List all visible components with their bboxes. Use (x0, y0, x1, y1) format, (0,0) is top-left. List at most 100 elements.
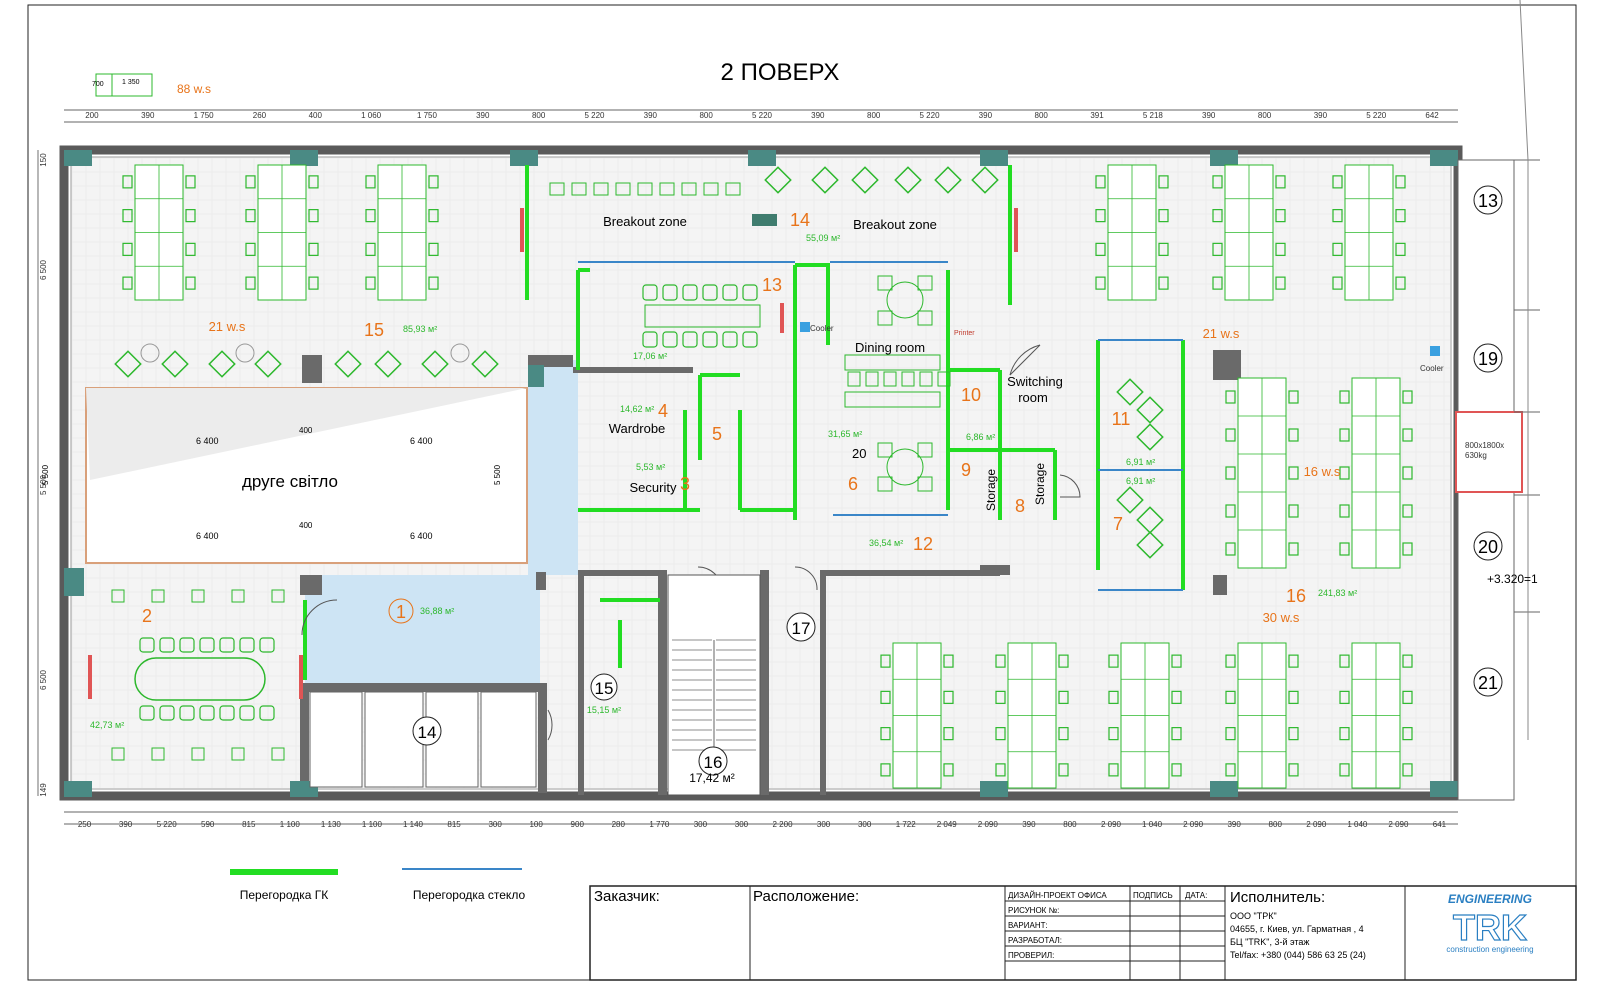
dimension-label: 100 (529, 820, 543, 829)
chair (937, 371, 951, 387)
zone-14-area: 55,09 м² (806, 233, 840, 243)
lw-dim-5: 400 (299, 426, 313, 435)
printer-label: Printer (954, 330, 975, 337)
cooler-icon-2 (800, 322, 810, 332)
logo-main: TRK (1453, 907, 1527, 948)
dimension-label: 390 (476, 111, 490, 120)
zone-15b-marker (590, 673, 618, 701)
zone-4-number: 4 (658, 401, 668, 421)
zone-9-label: Storage (984, 469, 998, 511)
dimension-label: 150 (39, 153, 48, 167)
chair (231, 589, 245, 603)
dimension-label: 390 (1227, 820, 1241, 829)
stool (637, 182, 653, 196)
zone-8-number: 8 (1015, 496, 1025, 516)
chair (428, 175, 439, 189)
chair (1158, 209, 1169, 223)
chair (1332, 276, 1343, 290)
lounge-chair (334, 350, 362, 378)
chair (1108, 654, 1119, 668)
logo-top: ENGINEERING (1448, 892, 1532, 906)
tb-row-5: ПРОВЕРИЛ: (1008, 951, 1054, 960)
dimension-label: 800 (1063, 820, 1077, 829)
dimension-label: 800 (532, 111, 546, 120)
chair (662, 331, 678, 348)
stool (659, 182, 675, 196)
chair (245, 209, 256, 223)
stool (571, 182, 587, 196)
meeting-table-13 (644, 304, 761, 328)
key-dim-1: 700 (92, 81, 104, 88)
chair (1171, 763, 1182, 777)
chair (1339, 727, 1350, 741)
dimension-label: 1 750 (194, 111, 215, 120)
chair (1288, 727, 1299, 741)
chair (365, 242, 376, 256)
right-service-block (1455, 0, 1540, 801)
dimension-label: 900 (571, 820, 585, 829)
chair (1275, 276, 1286, 290)
chair (185, 175, 196, 189)
chair (151, 747, 165, 761)
zone-14b-marker (412, 716, 442, 746)
stool (725, 182, 741, 196)
dimension-label: 390 (1202, 111, 1216, 120)
chair (1158, 276, 1169, 290)
chair (1339, 654, 1350, 668)
chairs (111, 166, 1413, 777)
logo-sub: construction engineering (1446, 945, 1533, 954)
zone-6-label: Dining room (855, 340, 925, 355)
chair (1058, 763, 1069, 777)
chair (1339, 466, 1350, 480)
chair (662, 284, 678, 301)
chair (1225, 654, 1236, 668)
chair (245, 242, 256, 256)
chair (917, 442, 933, 458)
chair (995, 690, 1006, 704)
lounge-chair (1136, 423, 1164, 451)
zone-13-area: 17,06 м² (633, 351, 667, 361)
zone-15-area: 85,93 м² (403, 324, 437, 334)
dimension-label: 815 (242, 820, 256, 829)
door-swings (301, 344, 1081, 741)
light-well: друге світло 6 400 6 400 6 400 6 400 400… (41, 387, 528, 564)
chair (1395, 175, 1406, 189)
lw-dim-1: 6 400 (196, 436, 219, 446)
chair (185, 242, 196, 256)
dimension-label: 2 090 (1306, 820, 1327, 829)
chair (1402, 763, 1413, 777)
chair (1288, 542, 1299, 556)
zone-1-area: 36,88 м² (420, 606, 454, 616)
chair (742, 331, 758, 348)
chair (943, 690, 954, 704)
desk-block-11 (1237, 642, 1287, 789)
tb-row-4: РАЗРАБОТАЛ: (1008, 936, 1062, 945)
dimension-label: 200 (85, 111, 99, 120)
chair (179, 705, 195, 721)
chair (122, 175, 133, 189)
chair (1288, 428, 1299, 442)
chair (1339, 504, 1350, 518)
lounge-chair (471, 350, 499, 378)
tb-contractor-3: БЦ "TRK", 3-й этаж (1230, 937, 1309, 947)
zone-10-label-1: Switching (1007, 374, 1063, 389)
zone-16b-marker (698, 746, 728, 776)
lounge-chair (161, 350, 189, 378)
chair (185, 209, 196, 223)
chair (1058, 690, 1069, 704)
chair (865, 371, 879, 387)
chair (1275, 209, 1286, 223)
chair (919, 371, 933, 387)
chair (122, 242, 133, 256)
dimension-label: 1 040 (1347, 820, 1368, 829)
lounge-chair (1136, 506, 1164, 534)
chair (308, 209, 319, 223)
zone-4-area: 14,62 м² (620, 404, 654, 414)
zone-8-label: Storage (1033, 463, 1047, 505)
side-table (450, 343, 470, 363)
zone-7-number: 7 (1113, 514, 1123, 534)
chair (995, 763, 1006, 777)
chair (877, 310, 893, 326)
key-desk-long (111, 73, 153, 97)
chair (995, 654, 1006, 668)
